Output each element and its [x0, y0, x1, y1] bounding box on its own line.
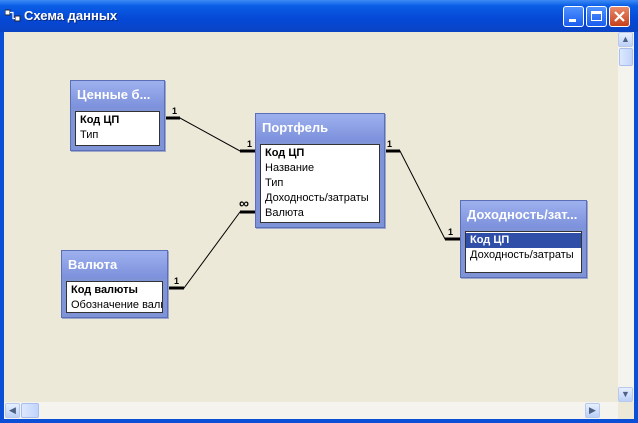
table-currency[interactable]: Валюта Код валюты Обозначение валю — [61, 250, 168, 318]
relationships-canvas[interactable]: 1 1 1 1 1 ∞ Ценные б... Код ЦП Тип Портф… — [4, 32, 634, 419]
vertical-scroll-thumb[interactable] — [619, 48, 633, 66]
table-title[interactable]: Валюта — [62, 251, 167, 278]
cardinality-many: ∞ — [239, 195, 249, 211]
table-title[interactable]: Портфель — [256, 114, 384, 141]
field-list[interactable]: Код ЦП Название Тип Доходность/затраты В… — [260, 144, 380, 223]
field-list[interactable]: Код ЦП Тип — [75, 111, 160, 146]
relation-currency-portfolio — [168, 211, 255, 289]
relationships-icon — [5, 9, 21, 22]
maximize-icon — [591, 11, 602, 21]
minimize-button[interactable] — [563, 6, 584, 27]
table-title[interactable]: Доходность/зат... — [461, 201, 586, 228]
relation-securities-portfolio — [165, 117, 255, 152]
field-item[interactable]: Валюта — [265, 207, 304, 219]
field-list[interactable]: Код валюты Обозначение валю — [66, 281, 163, 313]
diagram-area: 1 1 1 1 1 ∞ Ценные б... Код ЦП Тип Портф… — [4, 32, 614, 402]
field-item[interactable]: Доходность/затраты — [470, 249, 574, 261]
window-title: Схема данных — [24, 8, 118, 23]
minimize-icon — [569, 19, 576, 22]
scroll-right-button[interactable]: ▶ — [585, 403, 600, 418]
table-yield[interactable]: Доходность/зат... Код ЦП Доходность/затр… — [460, 200, 587, 278]
field-item[interactable]: Доходность/затраты — [265, 192, 369, 204]
scrollbar-corner — [618, 402, 634, 419]
table-portfolio[interactable]: Портфель Код ЦП Название Тип Доходность/… — [255, 113, 385, 228]
field-item[interactable]: Обозначение валю — [71, 299, 163, 311]
vertical-scrollbar[interactable]: ▲ ▼ — [618, 32, 634, 402]
field-list[interactable]: Код ЦП Доходность/затраты — [465, 231, 582, 273]
close-button[interactable] — [609, 6, 630, 27]
table-title[interactable]: Ценные б... — [71, 81, 164, 108]
cardinality-one: 1 — [387, 139, 393, 149]
scroll-down-button[interactable]: ▼ — [618, 387, 633, 402]
horizontal-scroll-thumb[interactable] — [21, 403, 39, 418]
cardinality-one: 1 — [172, 106, 178, 116]
relation-portfolio-yield — [385, 150, 460, 240]
horizontal-scrollbar[interactable]: ◀ ▶ — [4, 402, 618, 419]
field-item-selected[interactable]: Код ЦП — [466, 233, 581, 248]
table-securities[interactable]: Ценные б... Код ЦП Тип — [70, 80, 165, 151]
maximize-button[interactable] — [586, 6, 607, 27]
field-item[interactable]: Тип — [265, 177, 284, 189]
field-item[interactable]: Название — [265, 162, 315, 174]
field-item[interactable]: Код ЦП — [80, 114, 120, 126]
cardinality-one: 1 — [247, 139, 253, 149]
title-bar[interactable]: Схема данных — [0, 0, 638, 32]
cardinality-one: 1 — [174, 276, 180, 286]
close-icon — [614, 11, 625, 22]
field-item[interactable]: Код ЦП — [265, 147, 305, 159]
field-item[interactable]: Код валюты — [71, 284, 138, 296]
scroll-left-button[interactable]: ◀ — [5, 403, 20, 418]
field-item[interactable]: Тип — [80, 129, 99, 141]
scroll-up-button[interactable]: ▲ — [618, 32, 633, 47]
cardinality-one: 1 — [448, 227, 454, 237]
relationship-lines — [165, 116, 460, 290]
